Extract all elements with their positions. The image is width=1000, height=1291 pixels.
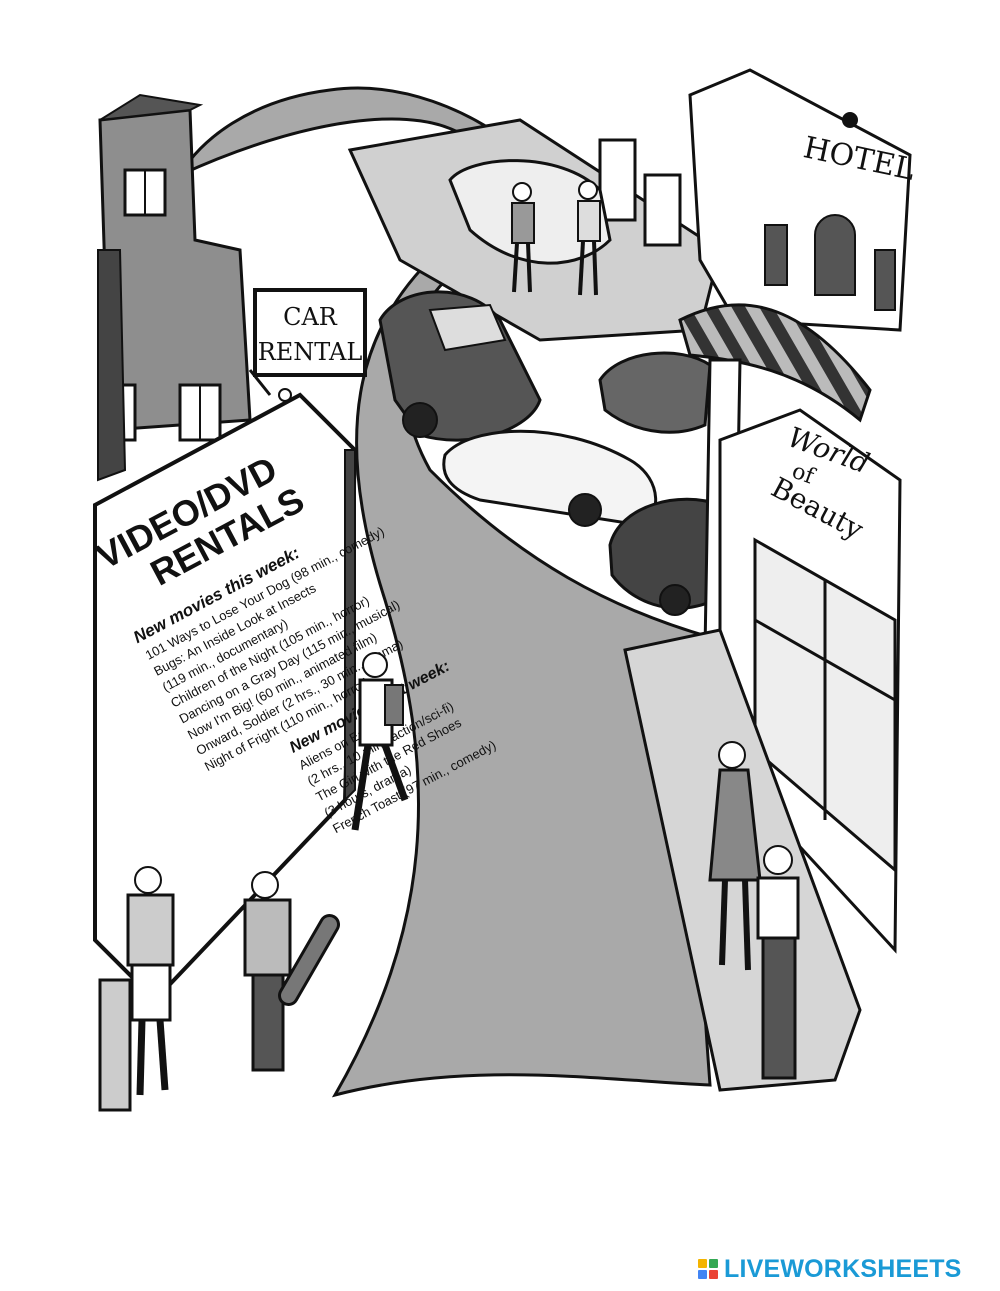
cars — [378, 290, 722, 616]
left-buildings — [97, 93, 252, 482]
person-boy-left — [126, 866, 175, 1096]
car-rental-line2: RENTAL — [258, 338, 363, 366]
hotel-building: HOTEL — [678, 68, 918, 423]
person-woman-window — [708, 741, 762, 971]
person-boy-window — [756, 845, 800, 1080]
liveworksheets-mark-icon — [698, 1259, 718, 1279]
person-walking-boy — [351, 652, 409, 831]
white-convertible — [442, 429, 658, 527]
liveworksheets-logo: LIVEWORKSHEETS — [698, 1252, 962, 1286]
person-customer — [577, 180, 601, 296]
people — [126, 652, 800, 1096]
person-attendant — [511, 182, 535, 293]
person-girl-skateboard — [243, 871, 340, 1072]
watermark-text: LIVEWORKSHEETS — [724, 1254, 962, 1283]
gas-station — [347, 118, 722, 342]
car-rental-sign: CAR RENTAL — [248, 288, 367, 402]
dark-sedan-right — [598, 351, 712, 434]
beauty-shop: World of Beauty — [623, 358, 902, 1092]
car-rental-line1: CAR — [283, 303, 338, 331]
